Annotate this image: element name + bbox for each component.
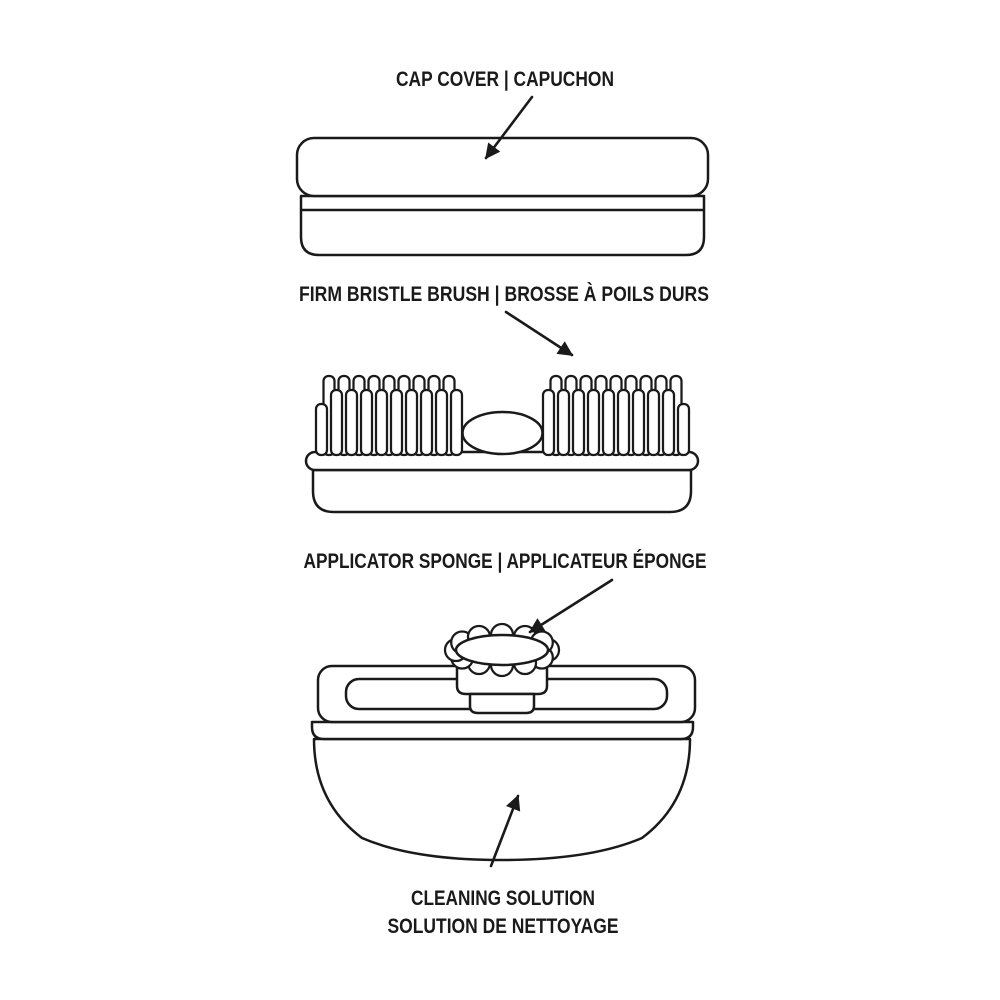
cleaning-solution-arrow [489, 794, 521, 868]
solution-bottle-illustration [310, 622, 697, 862]
bristle-row-front [314, 388, 691, 457]
bristle-brush-label: FIRM BRISTLE BRUSH | BROSSE À POILS DURS [299, 283, 709, 306]
applicator-sponge [443, 622, 561, 678]
applicator-sponge-arrow [528, 578, 614, 634]
cleaning-solution-label-line2: SOLUTION DE NETTOYAGE [388, 915, 619, 938]
cap-cover-arrow [484, 95, 534, 160]
callout-arrows [484, 95, 614, 868]
diagram-art [295, 95, 710, 868]
cap-cover-label: CAP COVER | CAPUCHON [396, 68, 614, 91]
bristle-brush-illustration [304, 374, 700, 514]
bristle-brush-arrow [504, 310, 574, 357]
cleaning-solution-label-line1: CLEANING SOLUTION [411, 887, 595, 910]
cap-cover-illustration [295, 136, 710, 257]
applicator-sponge-label: APPLICATOR SPONGE | APPLICATEUR ÉPONGE [304, 550, 707, 573]
